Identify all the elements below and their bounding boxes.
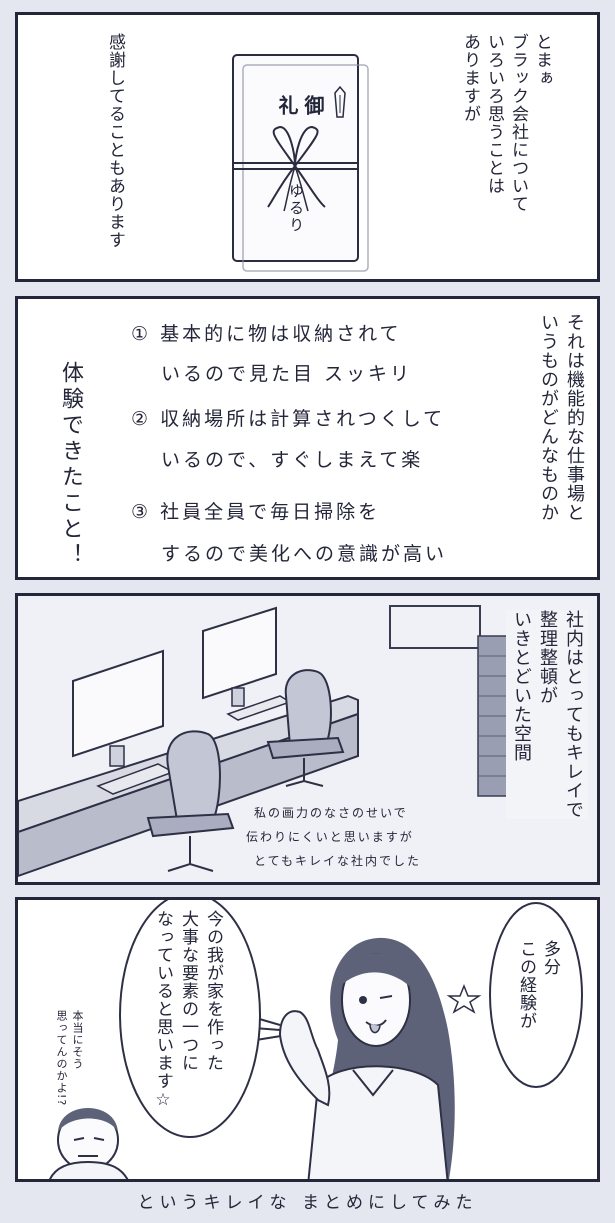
list-item-3: ③ 社員全員で毎日掃除を — [131, 501, 381, 523]
narration-right: とまぁ ブラック会社について いろいろ思うことは ありますが — [460, 33, 552, 213]
narration-right: 社内はとってもキレイで 整理整頓が いきとどいた空間 — [506, 610, 588, 819]
caption-line-3: とてもキレイな社内でした — [254, 854, 422, 868]
list-item-1-cont: いるので見た目 スッキリ — [161, 363, 413, 385]
envelope-illustration — [232, 54, 369, 272]
narration-left: 感謝してることもあります — [105, 33, 125, 249]
list-item-2: ② 収納場所は計算されつくして — [131, 408, 446, 430]
list-item-1: ① 基本的に物は収納されて — [131, 323, 402, 345]
panel-4: 多分 この経験が 今の我が家を作った 大事な要素の一つに なっていると思います☆… — [15, 897, 600, 1182]
footer-caption: というキレイな まとめにしてみた — [137, 1193, 478, 1213]
panel-2: それは機能的な仕事場と いうものがどんなものか ① 基本的に物は収納されて いる… — [15, 296, 600, 580]
characters-illustration — [49, 900, 583, 1179]
narration-left: 体験できたこと！ — [58, 361, 83, 569]
narration-right: それは機能的な仕事場と いうものがどんなものか — [538, 313, 585, 522]
man-aside: 本当にそう 思ってんのかよ!? — [55, 1010, 84, 1107]
envelope-name: ゆるり — [287, 183, 305, 234]
speech-bubble-small: 多分 この経験が — [516, 940, 560, 1030]
speech-bubble-large: 今の我が家を作った 大事な要素の一つに なっていると思います☆ — [153, 910, 223, 1111]
panel-1: 御 礼 ゆるり とまぁ ブラック会社について いろいろ思うことは ありますが 感… — [15, 12, 600, 282]
panel-3: 社内はとってもキレイで 整理整頓が いきとどいた空間 私の画力のなさのせいで 伝… — [15, 593, 600, 885]
list-item-2-cont: いるので、すぐしまえて楽 — [161, 449, 424, 471]
list-item-3-cont: するので美化への意識が高い — [161, 543, 448, 565]
caption-line-1: 私の画力のなさのせいで — [254, 806, 408, 820]
caption-line-2: 伝わりにくいと思いますが — [246, 830, 414, 844]
envelope-title: 御 礼 — [275, 95, 325, 121]
